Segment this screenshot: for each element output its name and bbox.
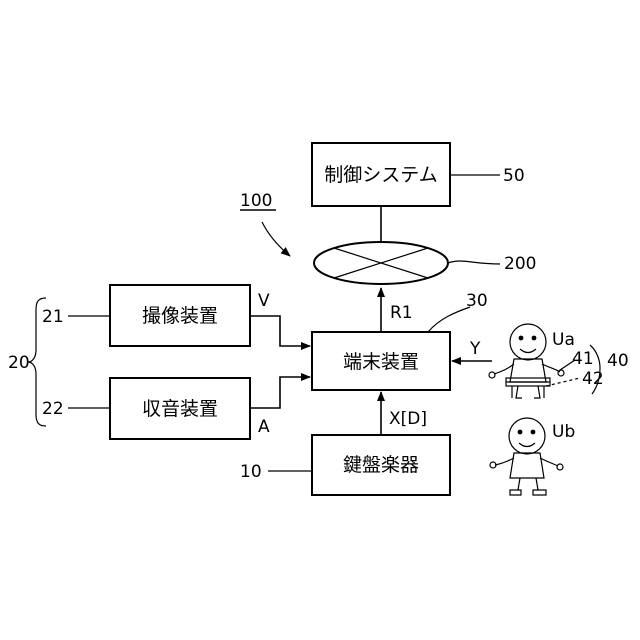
keyboard-label: 鍵盤楽器 [343, 454, 419, 476]
ref-system: 100 [240, 191, 272, 211]
ref-imaging: 21 [42, 307, 64, 327]
ref-keyboard: 10 [240, 462, 262, 482]
ref-terminal: 30 [466, 291, 488, 311]
signal-xd: X[D] [389, 409, 427, 429]
ref-user-b: Ub [552, 422, 575, 442]
ref-system-arrow [262, 222, 290, 256]
ref-recording-group: 20 [8, 353, 30, 373]
ref-network: 200 [504, 254, 536, 274]
imaging-label: 撮像装置 [142, 305, 218, 327]
control-system-label: 制御システム [324, 164, 437, 186]
imaging-terminal-arrow [250, 316, 310, 346]
ref-control: 50 [503, 166, 525, 186]
sound-terminal-arrow [250, 377, 310, 408]
terminal-label: 端末装置 [343, 351, 419, 373]
signal-a: A [258, 417, 270, 437]
ref-network-leader [448, 261, 500, 264]
ref-user-a: Ua [552, 330, 575, 350]
ref-device-group: 40 [607, 351, 629, 371]
signal-y: Y [469, 339, 481, 359]
ref-device-41: 41 [572, 349, 594, 369]
signal-v: V [258, 291, 270, 311]
ref-device-42-leader [546, 378, 580, 386]
signal-r1: R1 [390, 303, 413, 323]
ref-terminal-leader [428, 307, 470, 332]
sound-label: 収音装置 [142, 398, 218, 420]
ref-sound: 22 [42, 399, 64, 419]
